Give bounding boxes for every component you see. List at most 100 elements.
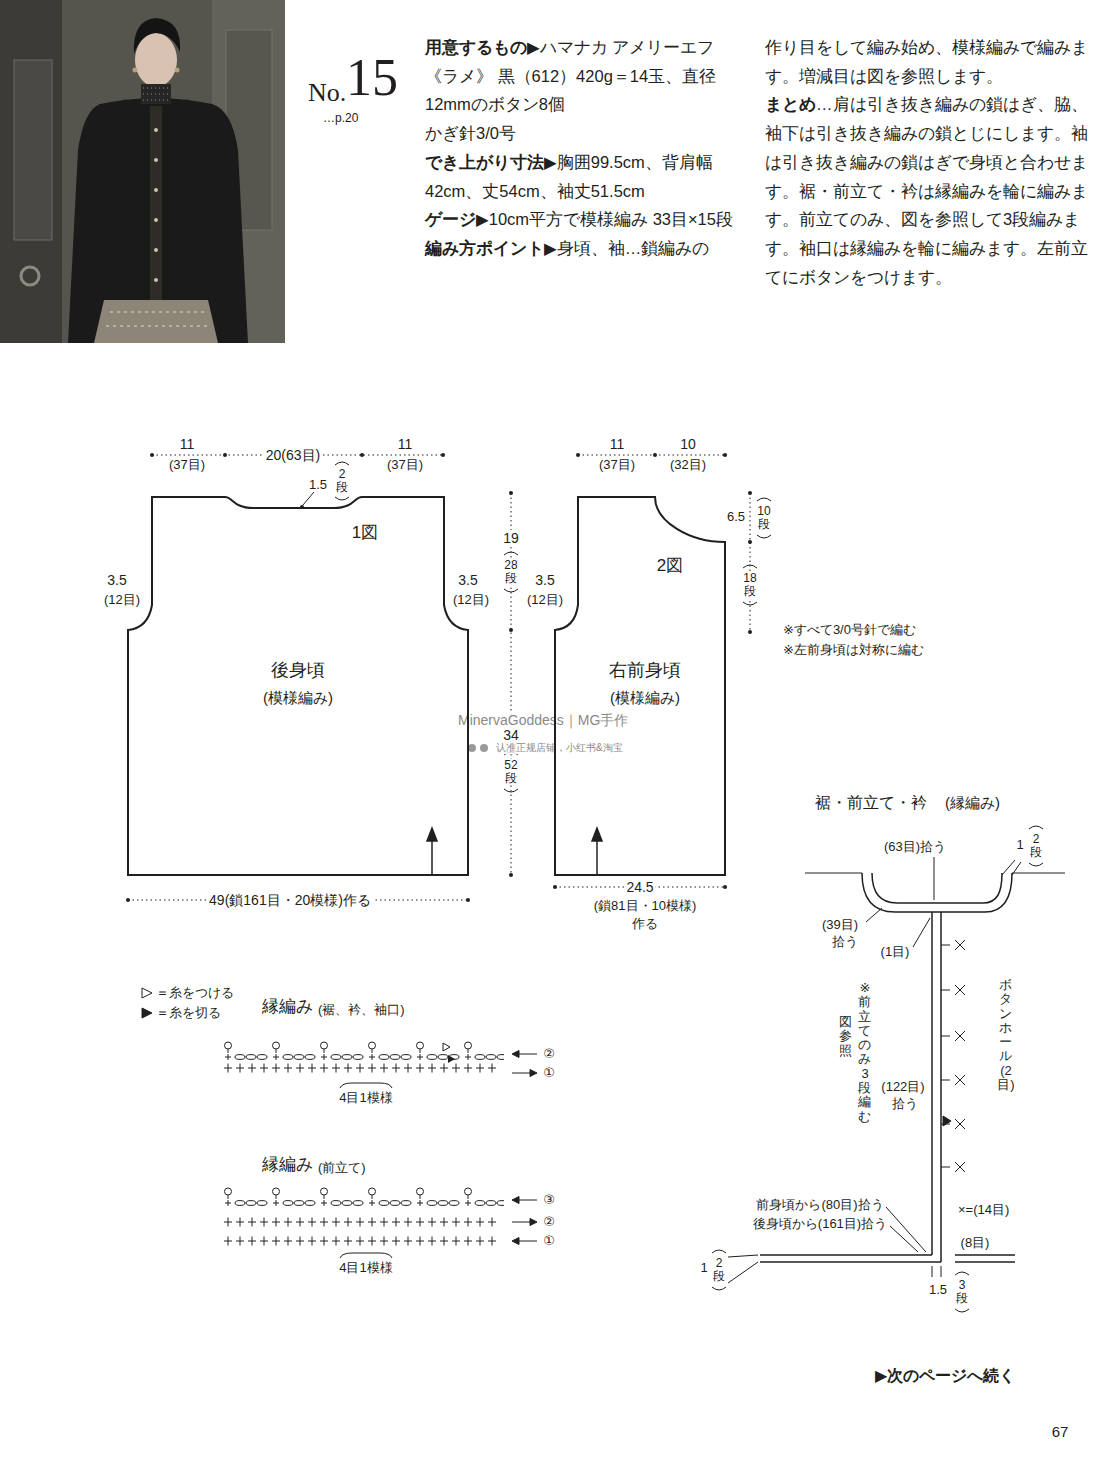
instruction-heading: ゲージ▶ <box>425 210 489 228</box>
dimension-dot <box>223 453 227 457</box>
dimension-dot <box>441 453 445 457</box>
row-number: ③ <box>543 1193 555 1208</box>
stitch-count: (63目)拾う <box>884 840 946 855</box>
photo <box>14 60 52 240</box>
photo <box>94 300 218 343</box>
direction-arrow <box>427 828 437 841</box>
bracket-arc <box>335 462 349 465</box>
buttonhole-label: ボタンホール(2目) <box>997 978 1015 1092</box>
photo <box>154 188 158 192</box>
edging-outline <box>932 912 941 1262</box>
photo <box>154 278 158 282</box>
piece-outline <box>555 497 725 875</box>
repeat-label: 4目1模様 <box>339 1261 392 1276</box>
piece-outline <box>128 497 468 875</box>
stitch-count: (122目) <box>881 1080 924 1095</box>
dimension-dot <box>509 628 513 632</box>
photo <box>154 248 158 252</box>
stitch-count: (8目) <box>961 1236 990 1251</box>
note: 図参照 <box>837 1015 855 1058</box>
dimension-line <box>511 493 512 875</box>
dimension-dot <box>723 453 727 457</box>
stitch-chart <box>448 1055 455 1063</box>
bracket-arc <box>1029 826 1043 829</box>
direction-arrow <box>427 828 602 875</box>
dimension-label: 作る <box>632 917 658 932</box>
instruction-text: 身頃、袖…鎖編みの <box>557 239 710 257</box>
dimension-dot <box>748 630 752 634</box>
piece-outline <box>128 497 468 875</box>
dimension-label: (12目) <box>527 593 563 608</box>
stitch-count: 1.5 <box>929 1283 947 1298</box>
row-arrow <box>512 1197 519 1204</box>
dimension-dot <box>509 491 513 495</box>
stitch-count: 2段 <box>711 1257 727 1283</box>
watermark: MinervaGoddess｜MG手作 <box>456 712 630 728</box>
dimension-label: 3.5 <box>107 572 126 588</box>
row-number: ② <box>543 1215 555 1230</box>
bracket-arc <box>955 1309 969 1312</box>
dimension-label: (12目) <box>104 593 140 608</box>
stitch-chart <box>222 1235 498 1247</box>
row-number: ① <box>543 1234 555 1249</box>
photo <box>154 128 158 132</box>
dimension-label: 1.5 <box>309 478 327 493</box>
instruction-text: …肩は引き抜き編みの鎖はぎ、脇、袖下は引き抜き編みの鎖とじにします。袖は引き抜き… <box>765 95 1088 285</box>
bracket-arc <box>504 589 518 592</box>
paragraph: 作り目をして編み始め、模様編みで編みます。増減目は図を参照します。 <box>765 33 1093 90</box>
chart-title: 縁編み <box>262 997 313 1017</box>
bracket-arc <box>743 565 757 568</box>
dimension-label: 2段 <box>334 468 350 494</box>
bracket-arc <box>504 789 518 792</box>
dimension-label: 34 <box>501 727 521 743</box>
piece-outline <box>555 497 725 875</box>
bracket-arc <box>335 497 349 500</box>
bracket-arc <box>712 1250 726 1253</box>
stitch-count: 拾う <box>892 1097 918 1112</box>
legend-symbol <box>142 988 152 1018</box>
instruction-heading: 編み方ポイント▶ <box>425 239 557 257</box>
dimension-label: (鎖81目・10模様) <box>594 899 697 914</box>
bracket-arc <box>757 498 771 501</box>
stitch-count: 1 <box>1016 838 1023 853</box>
dimension-dot <box>509 873 513 877</box>
stitch-count: 2段 <box>1028 833 1044 859</box>
photo <box>175 68 180 73</box>
note: ※前立てのみ3段編む <box>856 981 874 1124</box>
repeat-bracket <box>340 1083 392 1088</box>
watermark-icon <box>468 744 488 752</box>
dimension-label: 20(63目) <box>264 447 322 463</box>
pattern-number: 15 <box>346 52 398 104</box>
dimension-label: (37目) <box>387 458 423 473</box>
buttonhole-mark <box>941 940 965 950</box>
dimension-dot <box>126 898 130 902</box>
figure-number: 1図 <box>352 523 378 543</box>
stitch-chart <box>222 1040 504 1062</box>
dimension-label: 10段 <box>756 505 772 531</box>
text-column: 用意するもの▶ハマナカ アメリーエフ《ラメ》 黒（612）420g＝14玉、直径… <box>425 33 745 263</box>
bracket-arc <box>504 552 518 555</box>
bracket-arc <box>955 1272 969 1275</box>
direction-arrow <box>596 838 598 875</box>
dimension-line <box>578 455 725 456</box>
leader-line <box>932 1266 941 1277</box>
dimension-dot <box>576 453 580 457</box>
dimension-dot <box>748 491 752 495</box>
dimension-dot <box>748 540 752 544</box>
photo <box>21 267 39 285</box>
instruction-text: かぎ針3/0号 <box>425 124 516 142</box>
buttonhole-mark <box>941 1031 965 1041</box>
photo <box>0 0 285 343</box>
photo <box>0 0 62 343</box>
dimension-line <box>128 455 750 900</box>
photo <box>106 312 210 326</box>
instruction-heading: まとめ <box>765 95 816 113</box>
chart-title: (前立て) <box>318 1161 366 1176</box>
chart-title: 裾・前立て・衿 <box>815 794 927 812</box>
dimension-line <box>303 492 314 505</box>
buttonhole-mark <box>941 1075 965 1085</box>
paragraph: ゲージ▶10cm平方で模様編み 33目×15段 <box>425 205 745 234</box>
row-arrow <box>512 1238 519 1245</box>
piece-name: 右前身頃 <box>609 660 681 681</box>
dimension-label: 18段 <box>740 572 760 598</box>
